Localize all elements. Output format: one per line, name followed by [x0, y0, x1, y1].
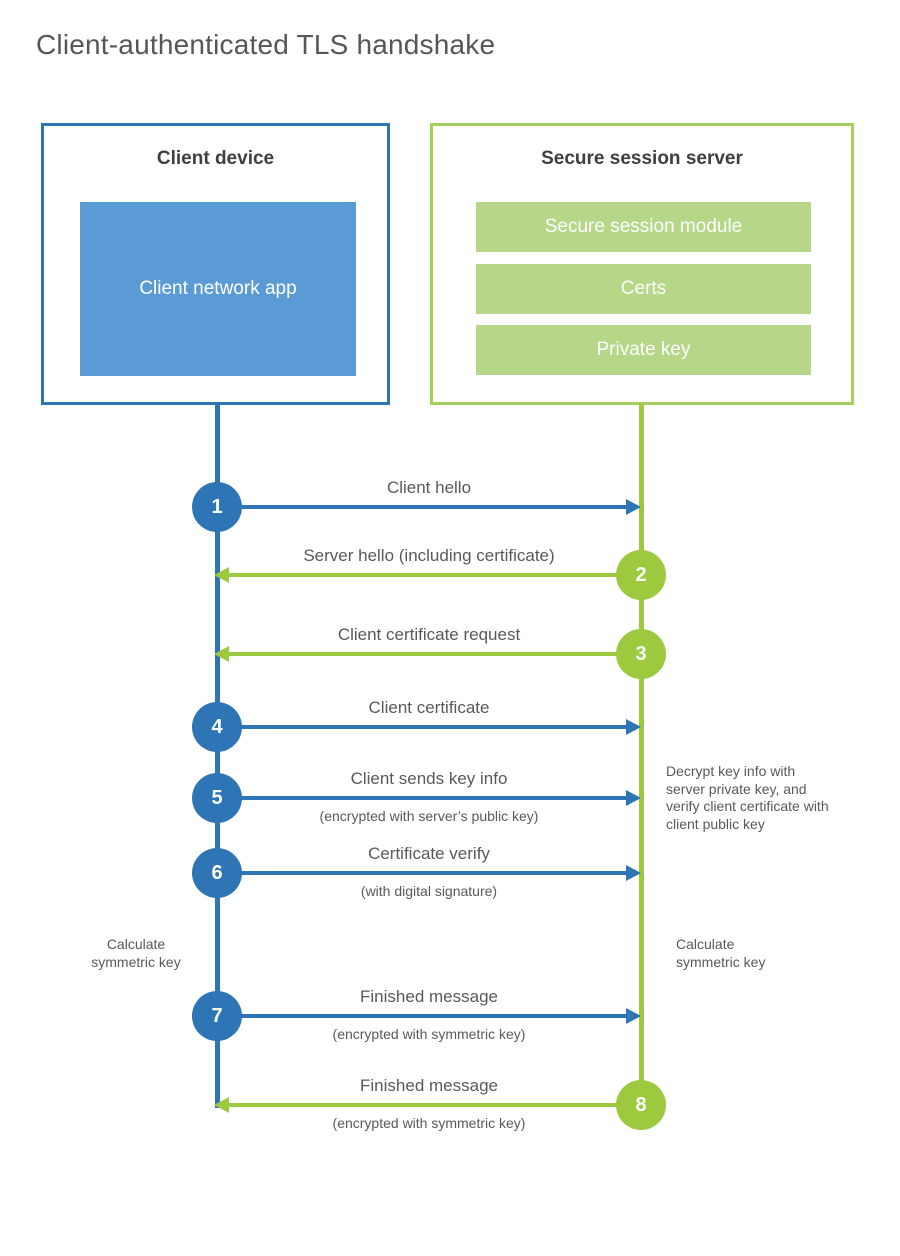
step-4-arrow-shaft	[217, 725, 631, 729]
step-7-arrow-shaft	[217, 1014, 631, 1018]
step-7-label: Finished message	[360, 987, 498, 1006]
step-3-number: 3	[635, 642, 647, 665]
step-2-arrow-shaft	[224, 573, 639, 577]
step-5-arrow-shaft	[217, 796, 631, 800]
step-5-sublabel: (encrypted with server’s public key)	[319, 808, 539, 824]
step-6-badge: 6	[192, 848, 242, 898]
step-3-badge: 3	[616, 629, 666, 679]
step-5-badge: 5	[192, 773, 242, 823]
client-network-app-box: Client network app	[80, 202, 356, 376]
step-3-arrowhead-icon	[214, 646, 229, 662]
step-6-sublabel: (with digital signature)	[360, 883, 498, 899]
server-module-certs: Certs	[476, 264, 811, 314]
step-4-number: 4	[211, 715, 223, 738]
client-device-title: Client device	[156, 148, 275, 169]
step-2-badge: 2	[616, 550, 666, 600]
step-1-number: 1	[211, 495, 223, 518]
step-3-arrow	[214, 646, 641, 662]
step-4-label: Client certificate	[368, 698, 490, 717]
step-8-arrow-shaft	[224, 1103, 639, 1107]
calculate-symmetric-key-client: Calculate symmetric key	[91, 936, 181, 970]
step-3-label: Client certificate request	[337, 625, 521, 644]
step-2-arrowhead-icon	[214, 567, 229, 583]
calculate-symmetric-key-server: Calculate symmetric key	[676, 936, 766, 970]
step-4-badge: 4	[192, 702, 242, 752]
server-lifeline	[639, 404, 644, 1104]
step-6-arrowhead-icon	[626, 865, 641, 881]
step-4-arrowhead-icon	[626, 719, 641, 735]
step-7-badge: 7	[192, 991, 242, 1041]
step-2-number: 2	[635, 563, 647, 586]
secure-session-server-box: Secure session server Secure session mod…	[430, 123, 854, 405]
step-5-arrow	[215, 790, 641, 806]
step-1-arrowhead-icon	[626, 499, 641, 515]
step-7-arrow	[215, 1008, 641, 1024]
step-2-arrow	[214, 567, 641, 583]
step-8-badge: 8	[616, 1080, 666, 1130]
step-1-badge: 1	[192, 482, 242, 532]
step-7-number: 7	[211, 1004, 223, 1027]
client-device-box: Client device Client network app	[41, 123, 390, 405]
step-8-arrowhead-icon	[214, 1097, 229, 1113]
step-5-label: Client sends key info	[350, 769, 508, 788]
step-8-sublabel: (encrypted with symmetric key)	[332, 1115, 526, 1131]
step-6-number: 6	[211, 861, 223, 884]
server-module-private-key: Private key	[476, 325, 811, 375]
step-7-sublabel: (encrypted with symmetric key)	[332, 1026, 526, 1042]
step-6-arrow-shaft	[217, 871, 631, 875]
step-6-label: Certificate verify	[368, 844, 490, 863]
decrypt-key-info-note: Decrypt key info with server private key…	[666, 763, 829, 832]
client-network-app-label: Client network app	[139, 278, 297, 300]
step-8-number: 8	[635, 1093, 647, 1116]
step-5-number: 5	[211, 786, 223, 809]
page-title: Client-authenticated TLS handshake	[36, 29, 496, 60]
server-module-secure-session: Secure session module	[476, 202, 811, 252]
step-4-arrow	[215, 719, 641, 735]
step-1-label: Client hello	[386, 478, 472, 497]
client-lifeline	[215, 404, 220, 1108]
step-8-label: Finished message	[360, 1076, 498, 1095]
step-8-arrow	[214, 1097, 641, 1113]
step-6-arrow	[215, 865, 641, 881]
secure-session-server-title: Secure session server	[541, 148, 743, 169]
step-5-arrowhead-icon	[626, 790, 641, 806]
step-2-label: Server hello (including certificate)	[303, 546, 555, 565]
step-1-arrow-shaft	[217, 505, 631, 509]
step-1-arrow	[215, 499, 641, 515]
step-7-arrowhead-icon	[626, 1008, 641, 1024]
step-3-arrow-shaft	[224, 652, 639, 656]
